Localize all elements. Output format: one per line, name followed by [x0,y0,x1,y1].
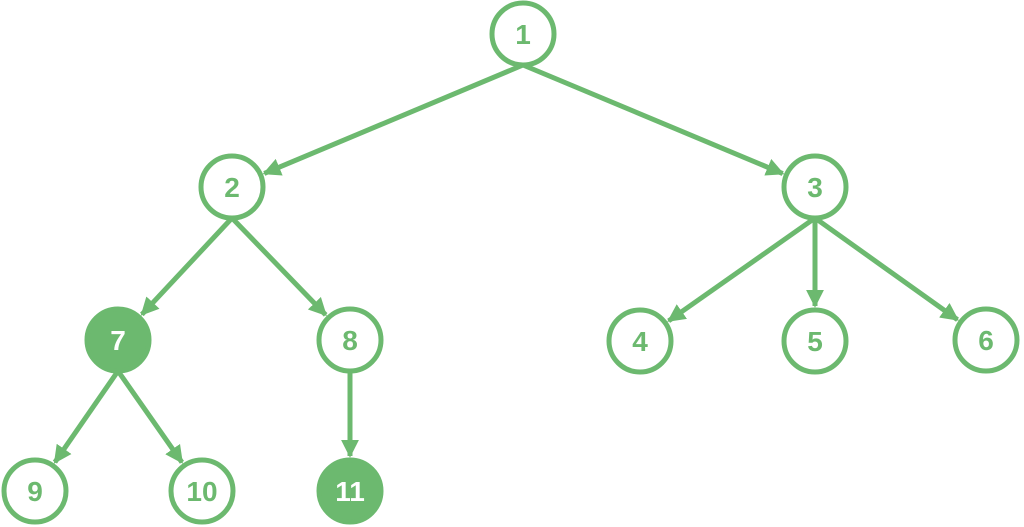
tree-node-circle-3 [781,153,849,221]
tree-edge-3-6 [813,215,959,322]
tree-node-label-4: 4 [632,326,648,357]
tree-node-label-9: 9 [27,476,43,507]
tree-node-circle-7 [84,306,152,374]
tree-node-9: 9 [1,457,69,525]
tree-node-10: 10 [168,457,236,525]
tree-node-8: 8 [316,306,384,374]
tree-node-6: 6 [952,306,1020,374]
tree-node-label-1: 1 [515,19,531,50]
tree-node-circle-6 [952,306,1020,374]
tree-node-circle-2 [198,153,266,221]
tree-node-11: 11 [316,457,384,525]
tree-node-label-2: 2 [224,172,240,203]
tree-node-3: 3 [781,153,849,221]
tree-node-label-11: 11 [335,476,365,507]
tree-edge-1-3 [522,62,785,176]
tree-node-circle-11 [316,457,384,525]
tree-node-label-10: 10 [186,476,217,507]
tree-edge-3-4 [667,215,817,323]
tree-node-label-6: 6 [978,325,994,356]
tree-edge-2-7 [140,216,234,317]
tree-node-circle-1 [489,0,557,68]
tree-node-4: 4 [606,307,674,375]
tree-node-circle-4 [606,307,674,375]
tree-node-label-8: 8 [342,325,358,356]
tree-node-1: 1 [489,0,557,68]
tree-node-label-3: 3 [807,172,823,203]
tree-edge-7-9 [52,369,121,464]
tree-node-5: 5 [781,307,849,375]
tree-node-circle-9 [1,457,69,525]
tree-node-circle-5 [781,307,849,375]
tree-edge-2-8 [230,216,328,317]
tree-node-circle-8 [316,306,384,374]
tree-edge-1-2 [262,62,524,176]
tree-edge-7-10 [115,369,184,464]
tree-node-7: 7 [84,306,152,374]
tree-node-label-5: 5 [807,326,823,357]
tree-node-label-7: 7 [110,325,126,356]
tree-node-2: 2 [198,153,266,221]
tree-node-circle-10 [168,457,236,525]
